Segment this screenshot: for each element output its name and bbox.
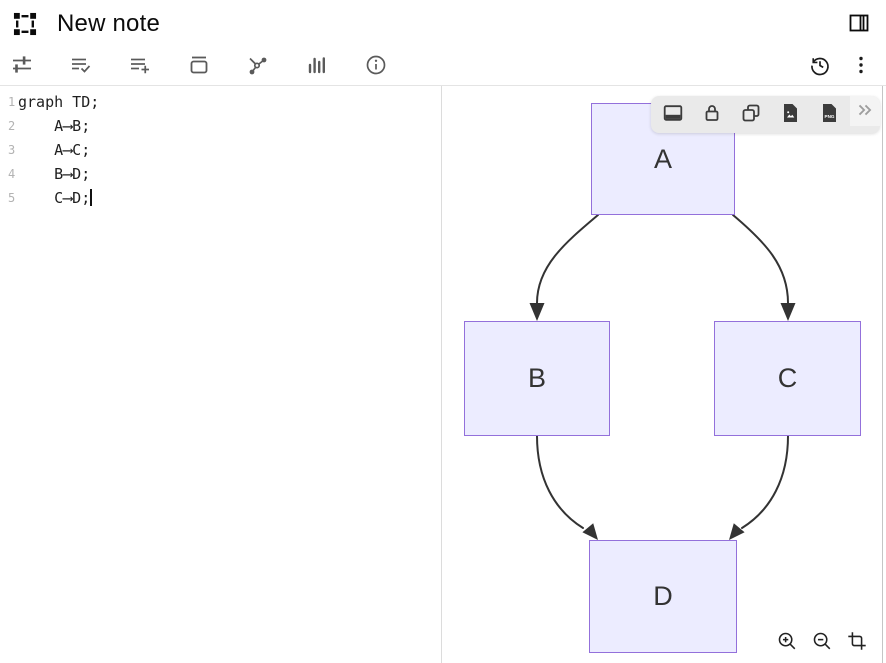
duplicate-button[interactable] [736,100,766,130]
edge-c-d [741,435,789,529]
app-logo-frame-corners-icon [10,9,40,39]
node-label: B [527,363,546,393]
scrollbar-track[interactable] [882,86,883,663]
zoom-out-button[interactable] [811,631,833,653]
flowchart-node-d[interactable]: D [589,540,737,653]
flowchart-node-b[interactable]: B [464,321,610,436]
editor-line[interactable]: 1 graph TD; [0,90,441,114]
sidebar-right-icon [847,11,871,38]
lock-icon [700,101,724,128]
export-image-button[interactable] [775,100,805,130]
edge-a-c [732,214,789,304]
zoom-in-icon [776,630,798,655]
list-check-icon [69,53,93,80]
list-add-button[interactable] [128,55,152,79]
archive-button[interactable] [187,55,211,79]
line-number: 5 [8,191,16,205]
duplicate-icon [739,101,763,128]
preview-panel-button[interactable] [658,100,688,130]
toggle-right-panel-button[interactable] [846,11,872,37]
main-split: 1 graph TD; 2 A⟶B; 3 A⟶C; 4 B⟶D; 5 C⟶D; [0,86,886,663]
arrowhead-d-left [582,523,598,540]
code-text[interactable]: A⟶B; [18,117,91,135]
history-button[interactable] [808,55,832,79]
crop-fit-button[interactable] [846,631,868,653]
code-text[interactable]: graph TD; [18,93,100,111]
code-editor[interactable]: 1 graph TD; 2 A⟶B; 3 A⟶C; 4 B⟶D; 5 C⟶D; [0,86,442,663]
png-label: PNG [824,114,834,119]
toolbar-more-button[interactable] [850,96,880,126]
list-add-icon [128,53,152,80]
toolbar-left [10,55,808,79]
text-caret [90,189,92,206]
bar-chart-button[interactable] [305,55,329,79]
header: New note [0,0,886,48]
edge-a-b [536,214,599,304]
editor-line[interactable]: 4 B⟶D; [0,162,441,186]
crop-fit-icon [846,630,868,655]
editor-line[interactable]: 5 C⟶D; [0,186,441,210]
node-label: A [653,143,672,174]
node-label: D [653,581,673,611]
archive-icon [187,53,211,80]
info-button[interactable] [364,55,388,79]
history-icon [808,53,832,80]
toolbar-divider [0,85,886,86]
flowchart-node-c[interactable]: C [714,321,861,436]
diagram-canvas[interactable]: A B C D [442,86,886,663]
png-file-icon: PNG [817,101,841,128]
line-number: 3 [8,143,16,157]
preview-panel-icon [661,101,685,128]
line-number: 1 [8,95,16,109]
code-text[interactable]: C⟶D; [16,189,92,207]
chevrons-right-icon [854,99,876,124]
code-text[interactable]: B⟶D; [18,165,91,183]
zoom-out-icon [811,630,833,655]
editor-line[interactable]: 3 A⟶C; [0,138,441,162]
zoom-controls [776,631,868,653]
edge-b-d [536,435,584,529]
export-png-button[interactable]: PNG [814,100,844,130]
diagram-floating-toolbar: PNG [651,96,880,133]
floating-toolbar-main: PNG [651,96,850,133]
tune-button[interactable] [10,55,34,79]
note-title[interactable]: New note [57,10,160,37]
kebab-menu-icon [849,53,873,80]
flowchart-edges [529,214,796,540]
bar-chart-icon [305,53,329,80]
arrowhead-c [780,303,796,321]
arrowhead-d-right [729,523,745,540]
list-check-button[interactable] [69,55,93,79]
line-number: 2 [8,119,16,133]
node-label: C [777,363,798,393]
info-icon [364,53,388,80]
more-menu-button[interactable] [849,55,873,79]
lock-button[interactable] [697,100,727,130]
tune-icon [10,53,34,80]
code-text-inner: C⟶D; [18,189,91,207]
graph-icon [246,53,270,80]
editor-line[interactable]: 2 A⟶B; [0,114,441,138]
line-number: 4 [8,167,16,181]
zoom-in-button[interactable] [776,631,798,653]
graph-button[interactable] [246,55,270,79]
code-text[interactable]: A⟶C; [18,141,91,159]
image-file-icon [778,101,802,128]
toolbar-right [808,55,873,79]
arrowhead-b [529,303,545,321]
toolbar [0,48,886,85]
